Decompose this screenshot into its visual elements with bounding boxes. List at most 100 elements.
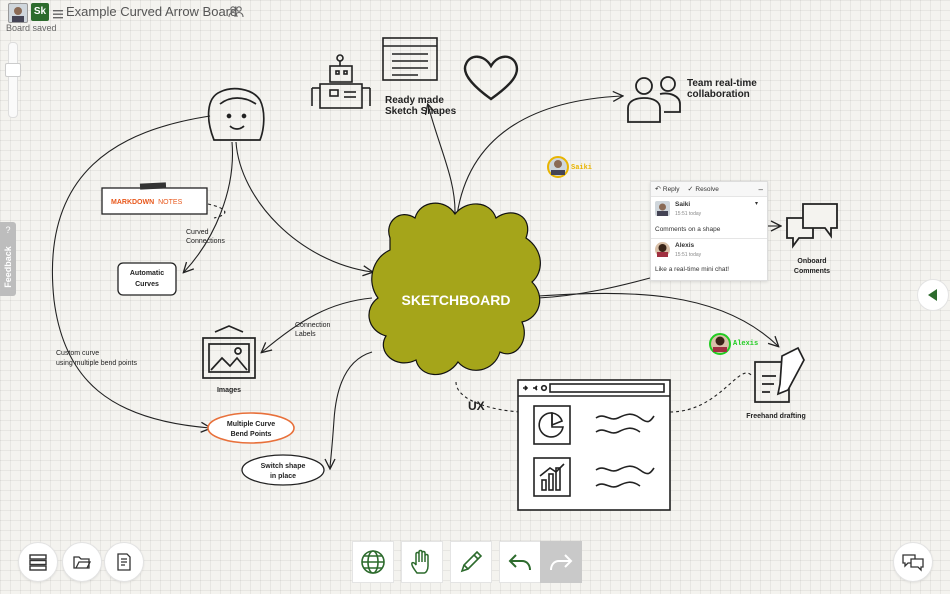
comment-text: Comments on a shape [655,226,721,233]
curved-label-line1: Curved [186,229,209,236]
open-board-button[interactable] [62,542,102,582]
saiki-avatar [655,201,670,216]
saiki-cursor-name: Saiki [571,164,592,172]
bend-points-line1: Multiple Curve [227,421,275,428]
connector-sketchboard-switch[interactable] [330,351,373,468]
people-icon[interactable] [228,5,244,19]
sketchboard-label: SKETCHBOARD [402,292,511,308]
markdown-label-notes: NOTES [158,199,182,206]
collapse-panel-button[interactable] [917,279,949,311]
person-sketch-icon[interactable] [207,87,265,141]
bend-points-line2: Bend Points [231,431,272,438]
comment-options-icon[interactable]: ▾ [755,201,759,207]
globe-button[interactable] [352,541,394,583]
team-label-line1: Team real-time [687,78,757,89]
curved-label-line2: Connections [186,238,225,245]
comment-panel-header: ↶ Reply ✓ Resolve – [651,182,767,197]
chat-icon [902,554,924,572]
connector-custom-curve[interactable] [51,115,210,428]
document-button[interactable] [104,542,144,582]
folder-open-icon [73,556,91,569]
hand-icon [411,549,429,574]
images-label: Images [217,387,241,394]
reply-button[interactable]: ↶ Reply [655,185,680,194]
alexis-avatar [655,242,670,257]
feedback-tab[interactable] [0,222,16,296]
menu-icon[interactable] [53,6,63,19]
shapes-label-line2: Sketch Shapes [385,106,457,117]
user-avatar-icon[interactable] [8,3,28,23]
custom-curve-line1: Custom curve [56,350,99,357]
images-frame-icon[interactable] [202,325,256,379]
heart-icon[interactable] [463,55,519,101]
comment-author: Saiki [675,201,691,208]
chat-button[interactable] [893,542,933,582]
connector-markdown-curved[interactable] [207,203,226,219]
layers-icon [29,554,47,571]
custom-curve-line2: using multiple bend points [56,360,137,367]
undo-icon [508,554,531,571]
triangle-left-icon [928,289,937,301]
bend-points-shape[interactable] [207,412,295,444]
pencil-tool-button[interactable] [450,541,492,583]
layers-button[interactable] [18,542,58,582]
alexis-cursor-avatar [709,333,731,355]
save-status: Board saved [6,23,57,33]
document-icon [117,553,131,571]
switch-shape-ellipse[interactable] [241,454,325,486]
globe-icon [361,550,385,574]
comment-author: Alexis [675,242,695,249]
connector-ux-freehand[interactable] [669,372,753,413]
check-icon: ✓ [687,186,694,193]
connector-sketchboard-images[interactable] [262,297,373,352]
redo-icon [550,554,573,571]
auto-curves-line2: Curves [135,281,159,288]
onboard-label-line1: Onboard [797,258,826,265]
ux-wireframe-shape[interactable] [517,379,671,511]
minimize-icon[interactable]: – [758,184,763,194]
freehand-drafting-icon[interactable] [754,346,805,403]
user-initials-badge[interactable]: Sk [31,3,49,21]
connector-sketchboard-team[interactable] [456,96,622,216]
reply-label: Reply [662,185,680,193]
markdown-note-shape[interactable] [101,182,208,215]
hand-tool-button[interactable] [401,541,443,583]
comment-text: Like a real-time mini chat! [655,266,730,273]
comment-divider [651,238,767,239]
connector-blob-ux[interactable] [455,381,521,413]
connector-sketchboard-freehand[interactable] [537,292,778,346]
connection-labels-line2: Labels [295,331,316,338]
document-template-icon[interactable] [382,37,438,81]
connector-sketchboard-shapes[interactable] [428,105,456,216]
redo-button[interactable] [540,541,582,583]
comment-panel[interactable]: ↶ Reply ✓ Resolve – Saiki 15:51 today ▾ … [650,181,768,281]
team-label-line2: collaboration [687,89,750,100]
connector-sketchboard-comments[interactable] [537,277,651,299]
team-icon[interactable] [627,76,681,123]
switch-shape-line1: Switch shape [261,463,306,470]
automatic-curves-shape[interactable] [117,262,177,296]
resolve-label: Resolve [695,185,719,193]
undo-button[interactable] [499,541,541,583]
robot-icon[interactable] [311,54,371,109]
chat-bubbles-icon[interactable] [786,203,838,249]
sketchboard-cloud-shape[interactable] [368,202,541,376]
connector-person-autocurves[interactable] [184,141,234,272]
reply-icon: ↶ [655,186,661,193]
connector-person-sketchboard[interactable] [235,141,372,272]
markdown-notes-label: MARKDOWN NOTES [111,199,183,206]
resolve-button[interactable]: ✓ Resolve [687,185,719,194]
zoom-slider-handle[interactable] [5,63,21,77]
shapes-label-line1: Ready made [385,95,444,106]
freehand-label: Freehand drafting [746,413,806,420]
zoom-slider[interactable] [8,42,18,118]
alexis-cursor-name: Alexis [733,340,758,348]
connection-labels-line1: Connection [295,322,331,329]
onboard-label-line2: Comments [794,268,830,275]
board-title[interactable]: Example Curved Arrow Board [66,4,238,19]
pencil-icon [460,550,483,573]
auto-curves-line1: Automatic [130,270,164,277]
switch-shape-line2: in place [270,473,296,480]
help-button[interactable]: ? [5,225,11,235]
